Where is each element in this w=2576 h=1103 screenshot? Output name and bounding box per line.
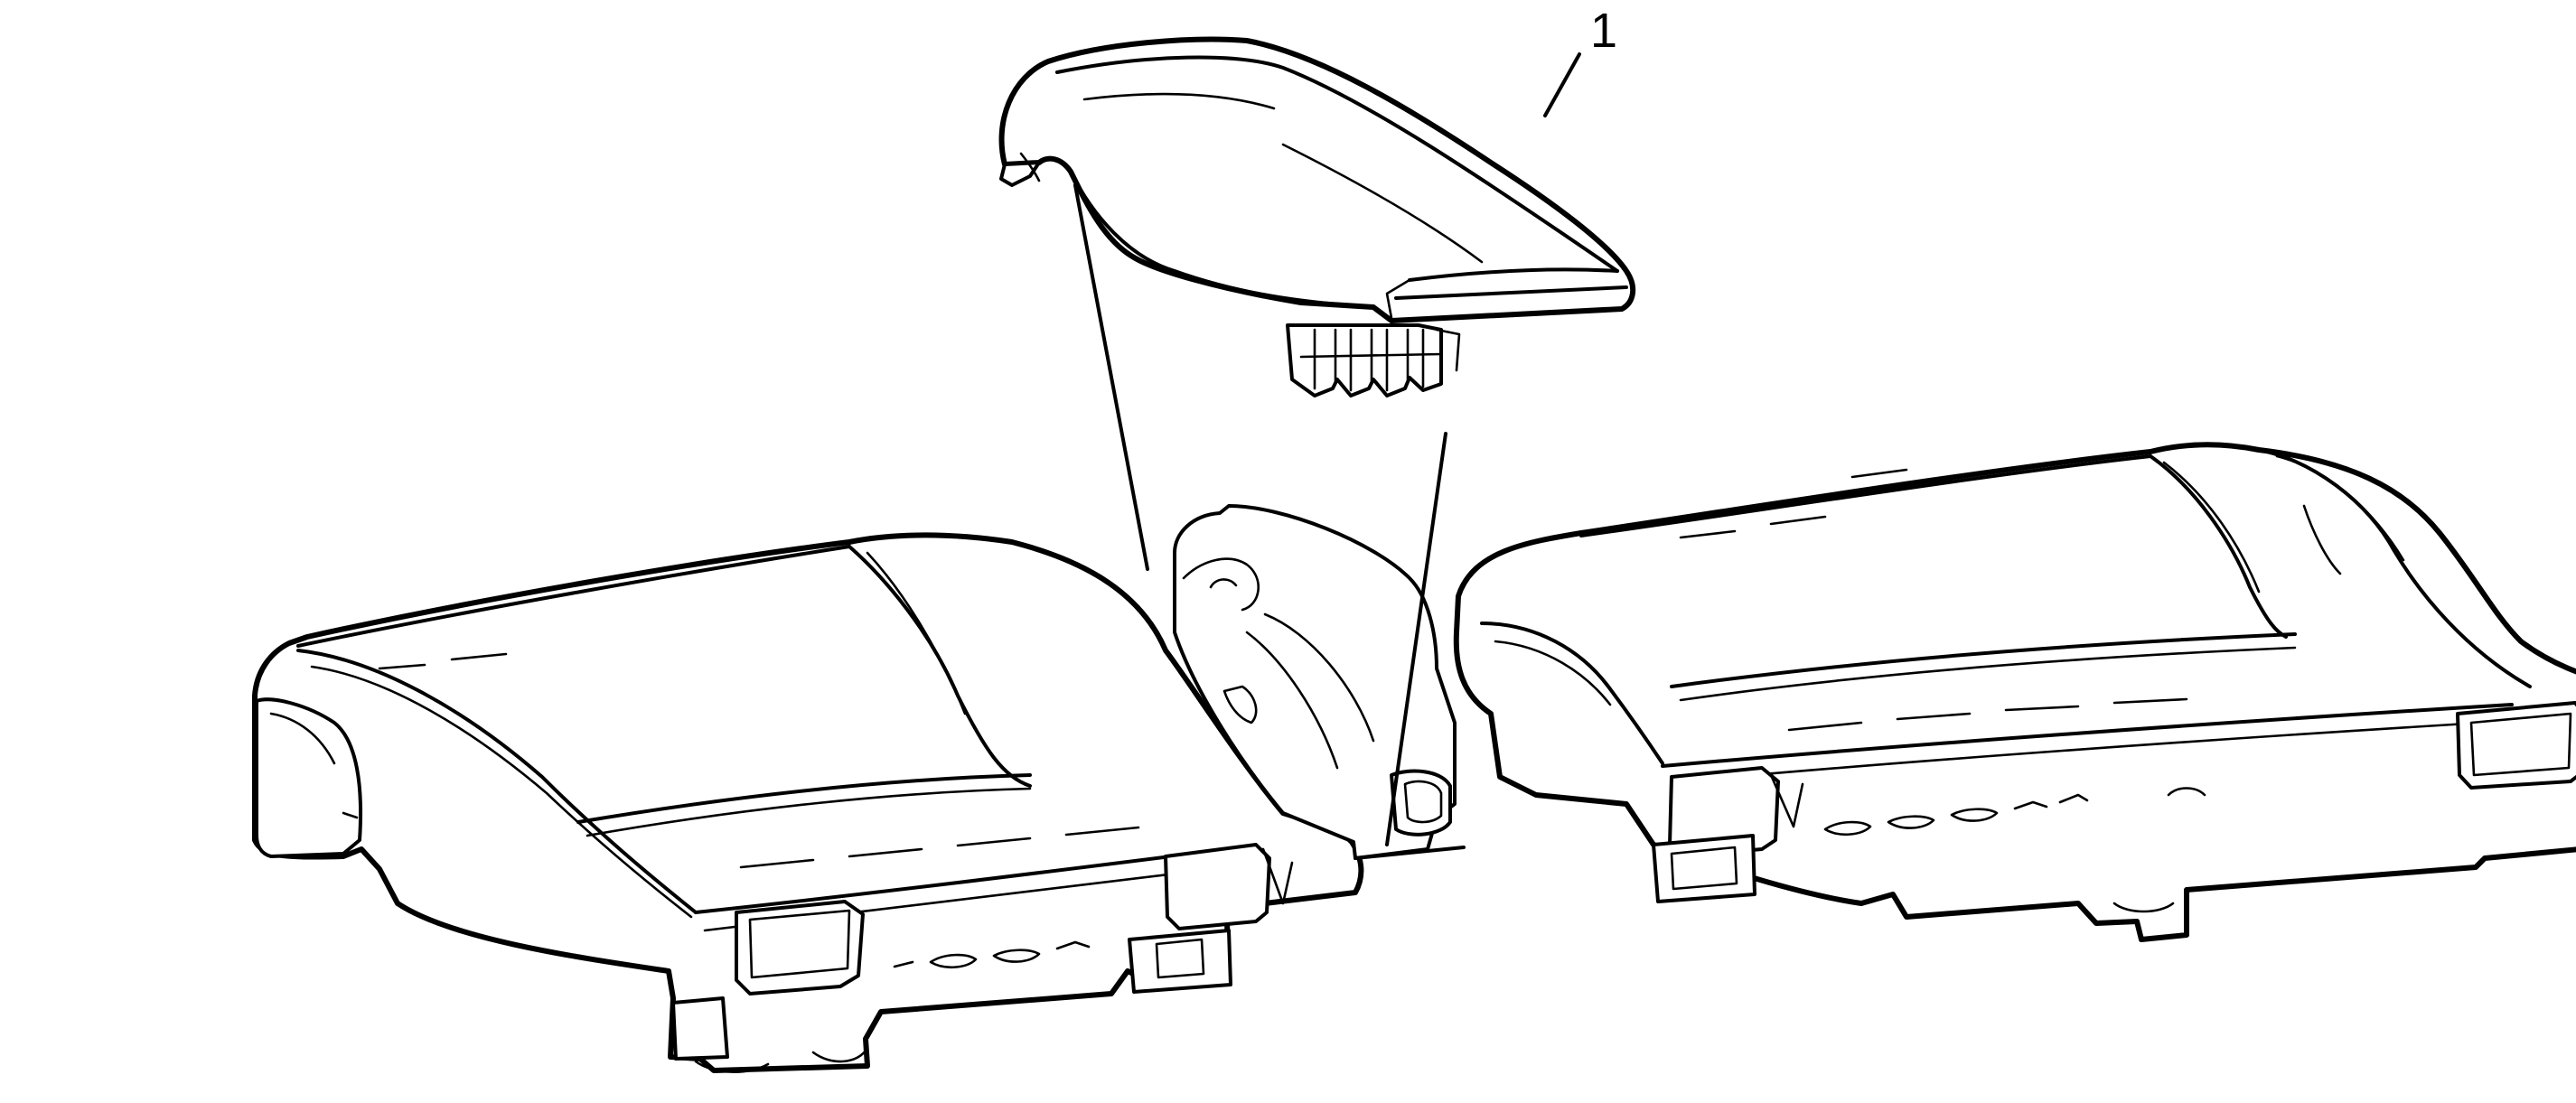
callout-leader-line [1543,52,1581,117]
center-hinge-area [1173,504,1466,860]
right-seat-cushion [1453,442,2576,942]
left-seat-cushion [252,532,1364,1073]
alignment-line-right [1385,432,1447,846]
callout-label-1: 1 [1590,4,1617,58]
alignment-lines [1073,52,1581,846]
alignment-line-left [1073,183,1149,571]
center-cover-part [998,36,1636,397]
